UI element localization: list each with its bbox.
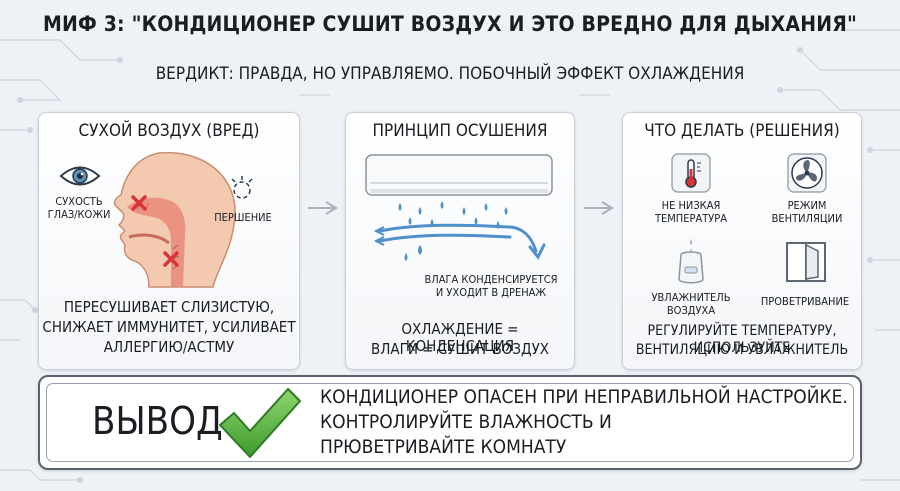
humidifier-icon: [678, 239, 704, 284]
panel-title: ЧТО ДЕЛАТЬ (РЕШЕНИЯ): [644, 121, 840, 141]
throat-label: ПЕРШЕНИЕ: [214, 211, 272, 224]
conclusion-line-3: ПРЮВЕТРИВАЙТЕ КОМНАТУ: [320, 436, 567, 458]
eye-label-1: СУХОСТЬ: [55, 195, 103, 208]
humidifier-label-1: УВЛАЖНИТЕЛЬ: [651, 291, 731, 304]
panel-title: ПРИНЦИП ОСУШЕНИЯ: [372, 121, 548, 141]
panel-dehumidification-principle: ПРИНЦИП ОСУШЕНИЯ ВЛАГА КОНДЕНСИРУЕТСЯ И …: [345, 112, 575, 370]
condensation-label-1: ВЛАГА КОНДЕНСИРУЕТСЯ: [424, 273, 558, 286]
conclusion-inner-frame: [46, 383, 854, 462]
head-airway-illustration: [113, 151, 236, 288]
arrow-right-icon: [308, 201, 338, 215]
arrow-right-icon: [584, 201, 614, 215]
panel1-caption-2: СНИЖАЕТ ИММУНИТЕТ, УСИЛИВАЕТ: [42, 318, 296, 336]
vent-label-1: РЕЖИМ: [787, 199, 827, 212]
eye-icon: [59, 166, 101, 186]
humidifier-label-2: ВОЗДУХА: [666, 304, 716, 317]
thermometer-icon: [671, 153, 711, 193]
panel-title: СУХОЙ ВОЗДУХ (ВРЕД): [78, 121, 260, 141]
airing-label: ПРОВЕТРИВАНИЕ: [760, 295, 850, 308]
panel2-caption-1: ОХЛАЖДЕНИЕ = КОНДЕНСАЦИЯ: [401, 320, 519, 355]
air-conditioner-illustration: [365, 154, 553, 261]
conclusion-box: ВЫВОД КОНДИЦИОНЕР ОПАСЕН ПРИ НЕПРАВИЛЬНО…: [38, 375, 862, 470]
temp-label-1: НЕ НИЗКАЯ: [661, 199, 721, 212]
throat-irritation-icon: [231, 176, 253, 199]
conclusion-heading: ВЫВОД: [92, 399, 223, 443]
panel2-caption-2: ВЛАГИ = СУШИТ ВОЗДУХ: [370, 340, 550, 358]
verdict-subtitle: ВЕРДИКТ: ПРАВДА, НО УПРАВЛЯЕМО. ПОБОЧНЫЙ…: [155, 64, 745, 84]
panel3-caption-2: ВЕНТИЛЯЦИЮ И УВЛАЖНИТЕЛЬ: [635, 342, 849, 358]
window-icon: [786, 242, 826, 282]
conclusion-line-1: КОНДИЦИОНЕР ОПАСЕН ПРИ НЕПРАВИЛЬНОЙ НАСТ…: [320, 386, 848, 408]
panel-solutions: ЧТО ДЕЛАТЬ (РЕШЕНИЯ) НЕ НИЗКАЯ ТЕМПЕРАТУ…: [622, 112, 862, 370]
conclusion-line-2: КОНТРОЛИРУЙТЕ ВЛАЖНОСТЬ И: [320, 411, 612, 433]
page-title: МИФ 3: "КОНДИЦИОНЕР СУШИТ ВОЗДУХ И ЭТО В…: [42, 12, 858, 36]
panel1-caption-1: ПЕРЕСУШИВАЕТ СЛИЗИСТУЮ,: [63, 298, 275, 316]
panel-dry-air-harm: СУХОЙ ВОЗДУХ (ВРЕД) СУХОСТЬ ГЛАЗ/КОЖИ ПЕ…: [38, 112, 300, 370]
eye-label-2: ГЛАЗ/КОЖИ: [47, 208, 111, 221]
temp-label-2: ТЕМПЕРАТУРА: [654, 212, 728, 225]
checkmark-icon: [219, 388, 301, 458]
panel3-caption-1: РЕГУЛИРУЙТЕ ТЕМПЕРАТУРУ, ИСПОЛЬЗУЙТЕ: [647, 323, 837, 356]
panel1-caption-3: АЛЛЕРГИЮ/АСТМУ: [103, 338, 235, 356]
fan-icon: [787, 153, 827, 193]
condensation-label-2: И УХОДИТ В ДРЕНАЖ: [435, 286, 547, 299]
vent-label-2: ВЕНТИЛЯЦИИ: [771, 212, 843, 225]
